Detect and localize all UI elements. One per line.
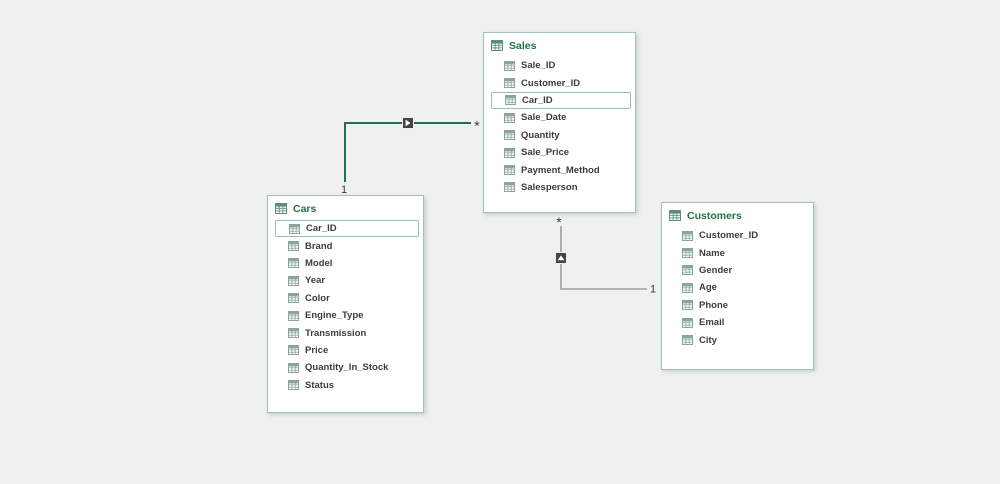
table-field[interactable]: Car_ID	[275, 220, 419, 238]
cardinality-one-label: 1	[650, 284, 656, 296]
field-grid-icon	[288, 293, 299, 304]
field-grid-icon	[288, 362, 299, 373]
field-label: Brand	[305, 240, 333, 252]
relationship-sales-customers: * 1	[555, 214, 656, 296]
table-field[interactable]: Brand	[268, 237, 423, 254]
field-grid-icon	[288, 328, 299, 339]
table-card-customers[interactable]: Customers Customer_ID N	[661, 202, 814, 370]
table-field[interactable]: Quantity_In_Stock	[268, 359, 423, 376]
table-field[interactable]: Engine_Type	[268, 307, 423, 324]
table-title: Customers	[687, 209, 742, 222]
field-label: Customer_ID	[521, 77, 581, 89]
table-field[interactable]: Quantity	[484, 127, 635, 144]
table-field[interactable]: Name	[662, 244, 813, 261]
field-label: Sale_ID	[521, 60, 556, 72]
table-header[interactable]: Customers	[662, 203, 813, 225]
table-header[interactable]: Cars	[268, 196, 423, 218]
relationship-line-cars-sales[interactable]	[344, 122, 471, 182]
table-icon	[491, 40, 503, 51]
field-grid-icon	[682, 335, 693, 346]
field-label: Sale_Date	[521, 112, 567, 124]
table-field[interactable]: Sale_Date	[484, 109, 635, 126]
field-label: Age	[699, 282, 717, 294]
table-field[interactable]: Salesperson	[484, 179, 635, 196]
table-field[interactable]: Email	[662, 314, 813, 331]
field-grid-icon	[289, 223, 300, 234]
field-label: Salesperson	[521, 181, 578, 193]
field-label: Quantity_In_Stock	[305, 362, 389, 374]
field-list: Sale_ID Customer_ID Car_ID	[484, 55, 635, 196]
field-grid-icon	[288, 310, 299, 321]
field-grid-icon	[504, 112, 515, 123]
table-field[interactable]: Transmission	[268, 324, 423, 341]
table-field[interactable]: Year	[268, 272, 423, 289]
table-title: Cars	[293, 202, 317, 215]
field-grid-icon	[504, 130, 515, 141]
field-label: Phone	[699, 299, 729, 311]
field-grid-icon	[504, 182, 515, 193]
field-label: Year	[305, 275, 326, 287]
field-label: Gender	[699, 264, 733, 276]
table-field[interactable]: Sale_Price	[484, 144, 635, 161]
field-label: Quantity	[521, 129, 560, 141]
cardinality-many-label: *	[474, 118, 480, 134]
field-label: Color	[305, 292, 330, 304]
table-field[interactable]: Customer_ID	[484, 74, 635, 91]
table-field[interactable]: Payment_Method	[484, 161, 635, 178]
field-grid-icon	[682, 265, 693, 276]
table-field[interactable]: Status	[268, 377, 423, 394]
field-label: Car_ID	[306, 223, 337, 235]
field-grid-icon	[504, 60, 515, 71]
table-field[interactable]: Customer_ID	[662, 227, 813, 244]
field-list: Car_ID Brand Model	[268, 218, 423, 394]
field-grid-icon	[288, 275, 299, 286]
field-grid-icon	[682, 317, 693, 328]
table-icon	[275, 203, 287, 214]
field-label: Sale_Price	[521, 147, 570, 159]
table-header[interactable]: Sales	[484, 33, 635, 55]
table-card-cars[interactable]: Cars Car_ID Brand	[267, 195, 424, 413]
table-field[interactable]: Color	[268, 290, 423, 307]
field-label: Engine_Type	[305, 310, 364, 322]
table-field[interactable]: Car_ID	[491, 91, 631, 110]
table-title: Sales	[509, 39, 537, 52]
field-grid-icon	[288, 258, 299, 269]
field-grid-icon	[288, 345, 299, 356]
field-label: Price	[305, 344, 329, 356]
field-grid-icon	[504, 78, 515, 89]
field-label: Car_ID	[522, 94, 553, 106]
table-field[interactable]: City	[662, 331, 813, 348]
field-grid-icon	[505, 95, 516, 106]
field-grid-icon	[288, 241, 299, 252]
field-grid-icon	[682, 282, 693, 293]
field-grid-icon	[682, 230, 693, 241]
field-label: Customer_ID	[699, 230, 759, 242]
relationship-cars-sales: * 1	[341, 117, 480, 196]
field-grid-icon	[504, 147, 515, 158]
field-grid-icon	[504, 165, 515, 176]
table-field[interactable]: Price	[268, 342, 423, 359]
field-label: City	[699, 334, 717, 346]
field-grid-icon	[682, 248, 693, 259]
table-field[interactable]: Sale_ID	[484, 57, 635, 74]
table-field[interactable]: Age	[662, 279, 813, 296]
field-list: Customer_ID Name Gender	[662, 225, 813, 349]
table-card-sales[interactable]: Sales Sale_ID Customer_	[483, 32, 636, 213]
field-label: Payment_Method	[521, 164, 600, 176]
field-grid-icon	[288, 380, 299, 391]
table-icon	[669, 210, 681, 221]
relationship-line-sales-customers[interactable]	[560, 226, 647, 290]
table-field[interactable]: Model	[268, 255, 423, 272]
table-field[interactable]: Phone	[662, 297, 813, 314]
field-label: Name	[699, 247, 725, 259]
field-label: Email	[699, 317, 725, 329]
field-label: Transmission	[305, 327, 367, 339]
field-label: Model	[305, 257, 333, 269]
field-label: Status	[305, 379, 335, 391]
field-grid-icon	[682, 300, 693, 311]
table-field[interactable]: Gender	[662, 262, 813, 279]
